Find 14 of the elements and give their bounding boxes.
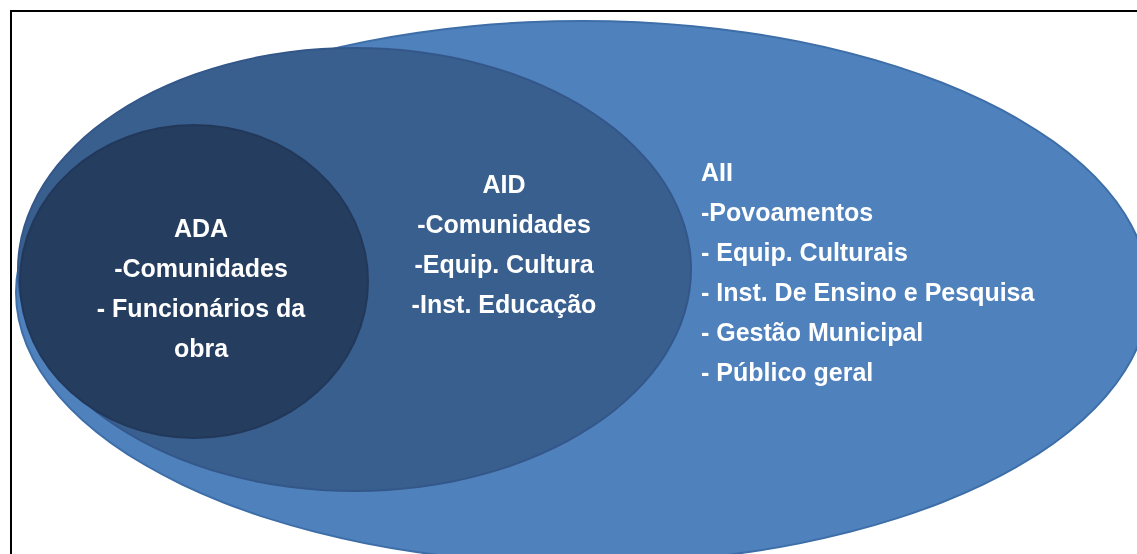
list-item: - Funcionários da obra bbox=[95, 293, 307, 364]
list-item: -Equip. Cultura bbox=[413, 249, 595, 280]
list-item: - Equip. Culturais bbox=[701, 237, 909, 268]
list-item: - Público geral bbox=[701, 357, 875, 388]
list-item: -Comunidades bbox=[416, 209, 592, 240]
ellipse-region bbox=[15, 20, 1137, 554]
region-title: AII bbox=[701, 157, 734, 188]
list-item: - Inst. De Ensino e Pesquisa bbox=[701, 277, 1036, 308]
region-title: AID bbox=[481, 169, 527, 200]
list-item: -Inst. Educação bbox=[410, 289, 598, 320]
list-item: -Povoamentos bbox=[701, 197, 875, 228]
list-item: - Gestão Municipal bbox=[701, 317, 925, 348]
list-item: -Comunidades bbox=[113, 253, 289, 284]
region-title: ADA bbox=[172, 213, 230, 244]
